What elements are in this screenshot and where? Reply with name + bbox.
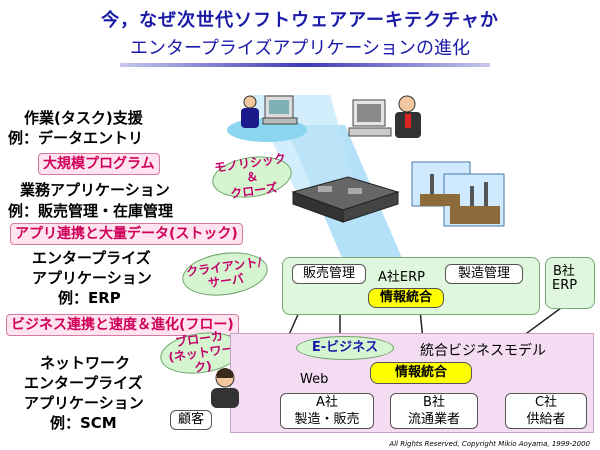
customer-phone-icon (211, 368, 239, 408)
stage-2-example: 例：販売管理・在庫管理 (8, 202, 174, 220)
stage-3-example: 例：ERP (58, 289, 121, 307)
stage-1-title: 作業(タスク)支援 (24, 109, 143, 127)
stage-4-subtitle-2: アプリケーション (24, 394, 144, 412)
company-c-box: C社 供給者 (505, 393, 587, 429)
company-a-box: A社 製造・販売 (280, 393, 374, 429)
business-integration-db: 情報統合 (370, 362, 472, 384)
web-label: Web (300, 372, 329, 387)
theme-app-integration: アプリ連携と大量データ(ストック) (10, 223, 243, 245)
company-b-name: B社 (423, 395, 445, 410)
theme-business-integration: ビジネス連携と速度＆進化(フロー) (6, 314, 239, 336)
erp-manufacturing-module: 製造管理 (445, 264, 523, 284)
ebusiness-badge: E-ビジネス (296, 336, 394, 360)
company-b-box: B社 流通業者 (390, 393, 478, 429)
mainframe-icon (291, 176, 400, 223)
title-underline (120, 63, 490, 67)
page-title: 今，なぜ次世代ソフトウェアアーキテクチャか (101, 10, 499, 31)
company-b-erp-line1: B社 (553, 264, 575, 279)
theme-large-scale: 大規模プログラム (38, 153, 160, 175)
company-b-erp-line2: ERP (552, 278, 578, 293)
erp-integration-db: 情報統合 (368, 288, 444, 308)
company-c-role: 供給者 (526, 412, 566, 427)
stage-3-title: エンタープライズ (32, 249, 151, 267)
company-a-name: A社 (316, 395, 338, 410)
stage-3-subtitle: アプリケーション (32, 269, 152, 287)
erp-company-a-label: A社ERP (378, 270, 425, 285)
stage-4-example: 例：SCM (50, 414, 117, 432)
company-b-erp-box (545, 257, 595, 309)
stage-4-title: ネットワーク (40, 354, 131, 372)
integrated-business-model-label: 統合ビジネスモデル (420, 343, 546, 359)
office-worker-icon (348, 95, 421, 138)
copyright-notice: All Rights Reserved, Copyright Mikio Aoy… (389, 440, 590, 448)
stage-1-example: 例：データエントリ (8, 129, 144, 147)
company-a-role: 製造・販売 (294, 412, 360, 427)
factory-icon (411, 161, 505, 227)
company-c-name: C社 (534, 395, 558, 410)
stage-2-title: 業務アプリケーション (20, 181, 170, 199)
erp-sales-module: 販売管理 (292, 264, 366, 284)
page-subtitle: エンタープライズアプリケーションの進化 (129, 38, 471, 59)
terminal-user-icon (227, 95, 307, 142)
customer-box: 顧客 (170, 410, 212, 430)
company-b-role: 流通業者 (407, 412, 460, 427)
stage-4-subtitle: エンタープライズ (24, 374, 143, 392)
